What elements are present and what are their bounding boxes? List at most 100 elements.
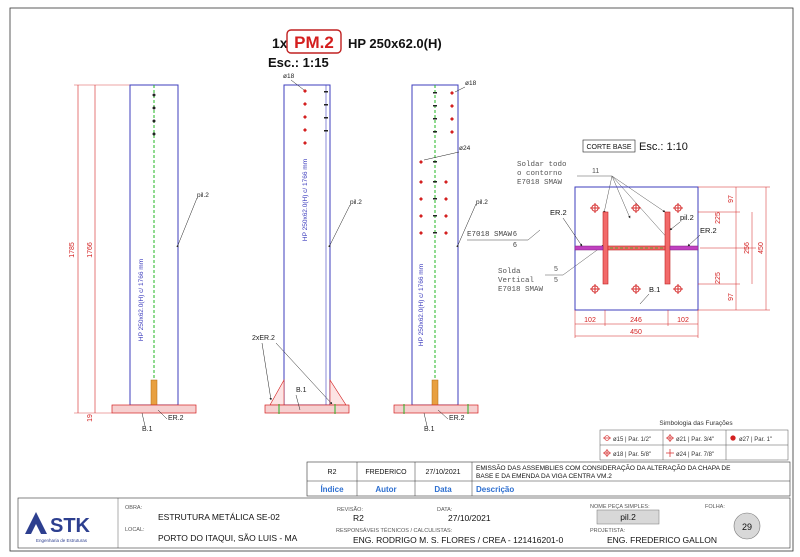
local-value: PORTO DO ITAQUI, SÃO LUIS - MA: [158, 533, 298, 543]
b1-label-side: B.1: [296, 387, 307, 394]
rev-desc-1: EMISSÃO DAS ASSEMBLIES COM CONSIDERAÇÃO …: [476, 463, 731, 472]
base-plate-back: [393, 404, 479, 414]
section-pil: pil.2: [680, 213, 694, 222]
sheet-number: 29: [742, 522, 752, 532]
er-label-back: ER.2: [449, 415, 465, 422]
stiffener-left: [269, 378, 285, 406]
mark-box: [286, 29, 342, 54]
dim-member: 1766: [87, 242, 94, 258]
dim-b-450: 450: [630, 329, 642, 336]
dim-b-102-left: 102: [584, 317, 596, 324]
weld-vertical-2: Vertical: [498, 277, 535, 285]
hdr-index: Índice: [320, 485, 344, 494]
weld-all-around-1: Soldar todo: [517, 161, 567, 169]
legend-18: ø18 | Par. 5/8": [613, 452, 651, 458]
resp-value: ENG. RODRIGO M. S. FLORES / CREA - 12141…: [353, 535, 563, 545]
legend-21: ø21 | Par. 3/4": [676, 437, 714, 443]
section-er-left: ER.2: [550, 208, 567, 217]
section-title: CORTE BASE: [587, 144, 632, 151]
member-label-back: HP 250x62.0(H) c/ 1766 mm: [418, 264, 425, 346]
section-base: CORTE BASE Esc.: 1:10 Soldar todo o cont…: [498, 139, 770, 338]
hole-18-label-back: ø18: [465, 80, 477, 87]
legend-15: ø15 | Par. 1/2": [613, 437, 651, 443]
projetista-label: PROJETISTA:: [590, 528, 626, 534]
stk-logo: STK Engenharia de Estruturas: [25, 512, 91, 543]
title-block: STK Engenharia de Estruturas OBRA: ESTRU…: [17, 497, 791, 549]
member-label-side: HP 250x62.0(H) c/ 1766 mm: [302, 159, 309, 241]
holes-side: [303, 89, 307, 145]
data-value: 27/10/2021: [448, 513, 491, 523]
rev-author: FREDERICO: [365, 469, 407, 476]
sheet-border: [9, 7, 794, 552]
weld-size-bottom: 6: [513, 242, 517, 249]
dim-r-225-top: 225: [715, 212, 722, 224]
peca-box: [596, 509, 660, 525]
pil-label: pil.2: [197, 192, 209, 199]
member-outline-side: [283, 84, 331, 406]
dim-base: 19: [87, 414, 94, 422]
hdr-desc: Descrição: [476, 485, 514, 494]
base-plate: [111, 404, 197, 414]
base-plate-side: [264, 404, 350, 414]
view-back: ø18 ø24 HP 250x62.0(H) c/ 1766 mm pil.2 …: [393, 80, 541, 433]
view-front: 1785 1766 19 HP 250x62.0(H) c/ 1766 mm p…: [69, 84, 209, 433]
obra-label: OBRA:: [125, 505, 143, 511]
brand-subtitle: Engenharia de Estruturas: [36, 538, 88, 543]
peca-value: pil.2: [620, 512, 636, 522]
weld-vertical-1: Solda: [498, 268, 521, 276]
dim-b-246: 246: [630, 317, 642, 324]
anchor-holes: [590, 203, 683, 294]
member-label: HP 250x62.0(H) c/ 1766 mm: [138, 259, 145, 341]
brand-name: STK: [50, 515, 91, 537]
peca-label: NOME PEÇA SIMPLES:: [590, 504, 650, 510]
holes-back-18: [450, 91, 454, 134]
weld-vertical-size-top: 5: [554, 266, 558, 273]
revision-table: R2 FREDERICO 27/10/2021 EMISSÃO DAS ASSE…: [306, 461, 791, 497]
sheet-number-circle: [733, 512, 761, 540]
piece-mark: PM.2: [294, 33, 334, 52]
dim-r-225-bottom: 225: [715, 272, 722, 284]
stiffener-right: [329, 378, 347, 406]
profile-name: HP 250x62.0(H): [348, 36, 442, 51]
weld-vertical-size-bottom: 5: [554, 277, 558, 284]
section-er-right: ER.2: [700, 226, 717, 235]
quantity: 1x: [272, 35, 288, 51]
pil-label-side: pil.2: [350, 199, 362, 206]
weld-size-top: 6: [513, 231, 517, 238]
legend-24: ø24 | Par. 7/8": [676, 452, 714, 458]
section-title-box: [582, 139, 636, 153]
projetista-value: ENG. FREDERICO GALLON: [607, 535, 717, 545]
revisao-label: REVISÃO:: [337, 506, 363, 513]
resp-label: RESPONSÁVEIS TÉCNICOS / CALCULISTAS:: [336, 527, 453, 534]
er-plate-left: [574, 245, 604, 251]
dim-r-450: 450: [758, 242, 765, 254]
holes-back-24: [419, 160, 448, 235]
hole-24-label: ø24: [459, 145, 471, 152]
flange-left: [602, 211, 609, 285]
hdr-date: Data: [434, 485, 452, 494]
weld-vertical-3: E7018 SMAW: [498, 286, 544, 294]
rev-desc-2: BASE E DA EMENDA DA VIGA CENTRA VM.2: [476, 473, 612, 480]
folha-label: FOLHA:: [705, 504, 725, 510]
section-b1: B.1: [649, 285, 660, 294]
view-side: ø18 HP 250x62.0(H) c/ 1766 mm pil.2 2xER…: [252, 73, 362, 414]
weld-callout: E7018 SMAW: [467, 231, 513, 239]
er-qty-label: 2xER.2: [252, 335, 275, 342]
local-label: LOCAL:: [125, 527, 145, 533]
er-label: ER.2: [168, 415, 184, 422]
section-scale: Esc.: 1:10: [639, 141, 688, 153]
hdr-author: Autor: [375, 485, 396, 494]
revisao-value: R2: [353, 513, 364, 523]
dim-b-102-right: 102: [677, 317, 689, 324]
weld-all-around-2: o contorno: [517, 170, 563, 178]
data-label: DATA:: [437, 507, 453, 513]
rev-index: R2: [328, 469, 337, 476]
obra-value: ESTRUTURA METÁLICA SE-02: [158, 512, 280, 522]
weld-all-around-3: E7018 SMAW: [517, 179, 563, 187]
legend-27: ø27 | Par. 1": [739, 437, 772, 443]
er-plate-right: [669, 245, 699, 251]
dim-total: 1785: [69, 242, 76, 258]
weld-all-size: 11: [592, 168, 599, 175]
legend-title: Simbologia das Furações: [659, 420, 733, 427]
